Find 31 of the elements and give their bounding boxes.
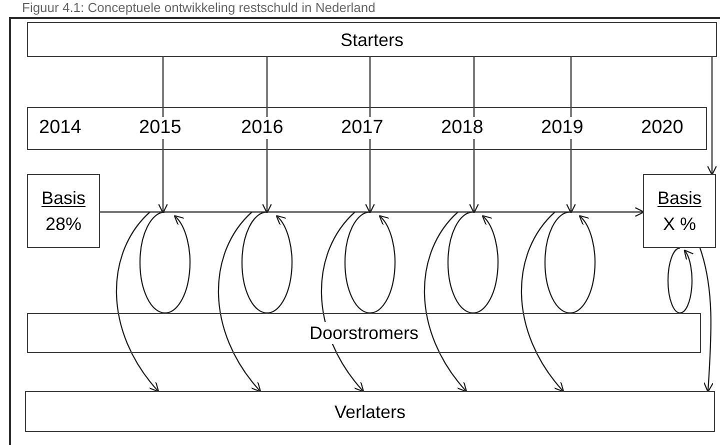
basis-heading: Basis [41,187,86,210]
basis-heading: Basis [657,187,702,210]
arrow [706,57,718,176]
arrow [116,212,160,392]
arrow [680,249,694,314]
arrow [164,214,191,314]
year-label: 2016 [241,117,284,139]
arrow [100,206,644,218]
arrow [266,214,293,314]
year-label: 2017 [341,117,384,139]
value-box [643,174,716,248]
arrow [570,214,596,314]
arrow [424,212,468,392]
arrow [320,212,364,392]
arrow [218,212,262,392]
arrow [699,248,714,392]
band-label: Doorstromers [309,322,419,344]
arrow [472,214,499,314]
band-box [27,107,707,150]
arrow [520,212,564,392]
year-label: 2019 [541,117,584,139]
band-box [25,391,715,432]
figure-title: Figuur 4.1: Conceptuele ontwikkeling restschuld in Nederland [22,0,376,16]
band-box [27,22,717,57]
value-box [27,174,100,248]
band-box [27,313,701,353]
year-label: 2015 [139,117,182,139]
percentage-value: 28% [45,213,82,236]
percentage-value: X % [662,213,696,236]
year-label: 2018 [441,117,484,139]
arrow [370,214,396,314]
